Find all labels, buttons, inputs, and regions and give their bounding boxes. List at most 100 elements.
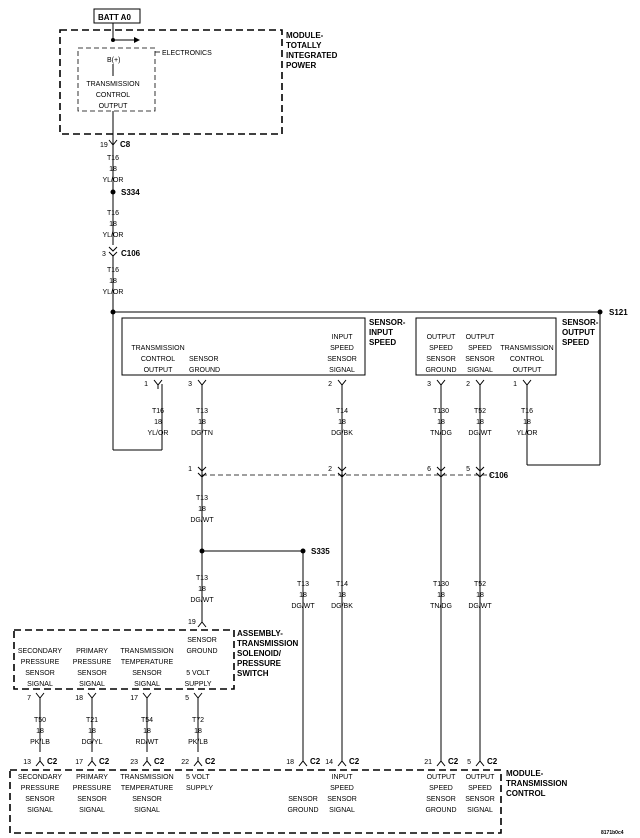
solenoid-title-line: PRESSURE [237,659,282,668]
tipm-title-line: INTEGRATED [286,51,338,60]
wire-label: DG/BK [331,603,353,610]
output-sensor-title-line: SPEED [562,338,589,347]
c106-pin-number: 1 [188,466,192,473]
middle-wire-labels: T1318DG/WTT1318DG/WTT1318DG/WTT1418DG/BK… [190,495,492,610]
input-sensor-pin-label: GROUND [189,367,220,374]
wire-label: DG/WT [291,603,315,610]
c2-connector-label: C2 [99,757,110,766]
solenoid-pin-number: 17 [130,695,138,702]
sensor-connector-pins: 1T1618YL/OR3T1318DG/TN2T1418DG/BK3T13018… [144,379,538,437]
tcm-pin-label: GROUND [287,807,318,814]
wire-label: T52 [474,581,486,588]
c8-pin-number: 19 [100,142,108,149]
connector-pin-symbol [142,757,152,767]
tcm-pin-label: OUTPUT [466,774,496,781]
solenoid-wire-label: T50 [34,717,46,724]
solenoid-wire-label: 18 [88,728,96,735]
input-sensor-pin-label: SIGNAL [329,367,355,374]
tcm-pin-label: INPUT [332,774,354,781]
wire-label: T16 [107,155,119,162]
solenoid-ground-label: GROUND [186,648,217,655]
solenoid-pin-label: PRESSURE [73,659,112,666]
solenoid-wire-label: PK/LB [188,739,208,746]
output-sensor-title-line: OUTPUT [562,328,595,337]
connector-pin-symbol [153,379,163,389]
c106-connector-symbol [108,246,118,257]
c2-connector-label: C2 [205,757,216,766]
tcm-pin-label: TRANSMISSION [120,774,173,781]
solenoid-wire-label: T72 [192,717,204,724]
connector-pin-symbol [475,757,485,767]
c2-connector-label: C2 [47,757,58,766]
tcm-pin-label: SENSOR [426,796,456,803]
input-sensor-title-line: SENSOR- [369,318,406,327]
wire-label: DG/WT [190,597,214,604]
c2-connector-label: C2 [448,757,459,766]
wire-label: T16 [107,267,119,274]
sensor-pin-number: 2 [466,381,470,388]
solenoid-pin-label: 5 VOLT [186,670,210,677]
wire-label: 18 [109,221,117,228]
output-speed-sensor-box [415,317,557,376]
tcm-pin-label: SIGNAL [467,807,493,814]
input-speed-sensor-pins: TRANSMISSIONCONTROLOUTPUTSENSORGROUNDINP… [131,334,356,374]
tcm-pin-label: SPEED [429,785,453,792]
solenoid-wire-label: DG/YL [81,739,102,746]
input-sensor-pin-label: SENSOR [327,356,357,363]
wire-label: 18 [437,592,445,599]
tcm-pin-label: SPEED [330,785,354,792]
connector-pin-symbol [193,757,203,767]
solenoid-pin-label: TRANSMISSION [120,648,173,655]
electronics-label: ELECTRONICS [162,50,212,57]
splice-s121-label: S121 [609,308,628,317]
batt-a0-box [93,8,141,24]
input-sensor-title-line: SPEED [369,338,396,347]
tcm-pin-label: SIGNAL [329,807,355,814]
solenoid-pin-label: SIGNAL [79,681,105,688]
tco-label: TRANSMISSION [86,81,139,88]
tcm-pin-label: SIGNAL [79,807,105,814]
b-plus-label: B(+) [107,57,120,64]
solenoid-ground-pin: 19 [188,619,196,626]
tcm-pin-label: SENSOR [288,796,318,803]
c8-connector-symbol [108,139,118,150]
tco-label: CONTROL [96,92,130,99]
output-sensor-pin-label: SIGNAL [467,367,493,374]
solenoid-wire-label: T21 [86,717,98,724]
tcm-title-line: TRANSMISSION [506,779,568,788]
sensor-pin-number: 3 [427,381,431,388]
solenoid-title-line: TRANSMISSION [237,639,299,648]
c106-pin-number: 6 [427,466,431,473]
solenoid-pin-number: 18 [75,695,83,702]
tcm-pin-label: SECONDARY [18,774,63,781]
output-sensor-pin-label: TRANSMISSION [500,345,553,352]
tcm-title-line: CONTROL [506,789,546,798]
solenoid-wire-label: 18 [194,728,202,735]
tcm-pin-label: SIGNAL [134,807,160,814]
wire-label: 18 [109,278,117,285]
tipm-title-line: POWER [286,61,316,70]
tcm-pin-label: PRESSURE [73,785,112,792]
output-sensor-pin-label: OUTPUT [513,367,543,374]
tcm-pin-label: GROUND [425,807,456,814]
solenoid-pin-number: 7 [27,695,31,702]
tcm-pin-label: PRIMARY [76,774,108,781]
wire-label: 18 [198,586,206,593]
c2-connector-label: C2 [310,757,321,766]
output-sensor-pin-label: SENSOR [465,356,495,363]
solenoid-wire-label: PK/LB [30,739,50,746]
connector-pin-symbol [436,757,446,767]
c2-pin-number: 18 [286,759,294,766]
solenoid-pin-label: TEMPERATURE [121,659,174,666]
tcm-module-box [9,769,502,834]
c2-pin-number: 23 [130,759,138,766]
connector-pin-symbol [193,692,203,702]
tcm-pin-label: SENSOR [132,796,162,803]
wire-label: T13 [297,581,309,588]
input-sensor-pin-label: CONTROL [141,356,175,363]
c2-connector-label: C2 [349,757,360,766]
wire-label: DG/WT [468,603,492,610]
